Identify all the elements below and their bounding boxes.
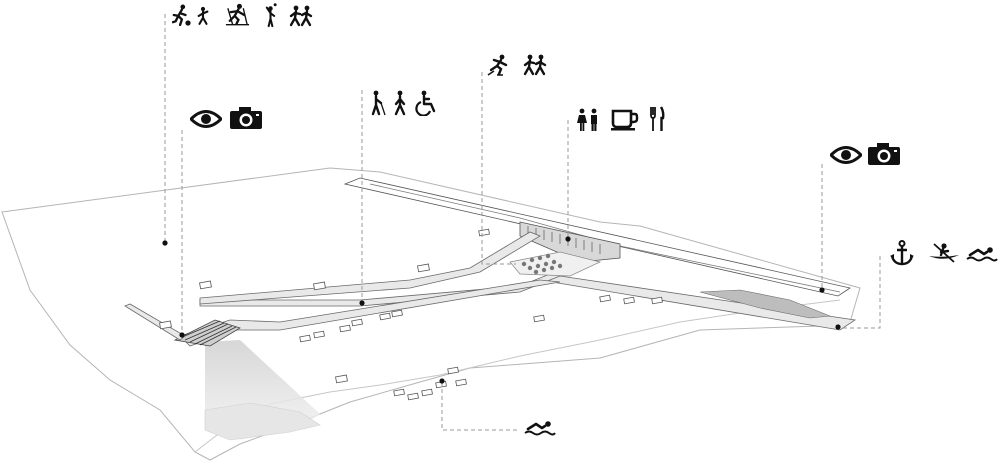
running-kids-icon <box>523 54 547 76</box>
swimmer-icon <box>524 420 556 436</box>
leaders <box>162 14 881 431</box>
water-facets <box>204 402 321 441</box>
right-promenade-rocks <box>699 289 831 319</box>
wheelchair-icon <box>415 90 436 116</box>
coffee-cup-icon <box>611 109 639 131</box>
blind-walker-icon <box>371 90 386 116</box>
canopy-inner <box>369 183 841 293</box>
callout-services <box>577 106 665 132</box>
callout-skating-running <box>486 54 547 76</box>
running-child-icon <box>197 6 209 25</box>
dot-swimming <box>439 378 445 384</box>
stairs <box>173 319 241 347</box>
upper-ramp <box>199 231 541 305</box>
eye-icon <box>830 146 862 164</box>
callout-sports <box>172 2 313 28</box>
football-player-icon <box>172 4 187 26</box>
terrain <box>1 167 861 461</box>
leader-water-sports <box>842 256 881 329</box>
cross-country-skier-icon <box>224 3 251 26</box>
callout-viewpoint-west <box>190 107 262 129</box>
dot-accessibility <box>359 300 365 306</box>
camera-icon <box>230 107 262 129</box>
dot-viewpoint-east <box>819 287 825 293</box>
dot-viewpoint-west <box>179 332 185 338</box>
pavilion <box>519 221 621 263</box>
restroom-icon <box>577 108 597 131</box>
kayak-icon <box>928 242 960 264</box>
fork-knife-icon <box>649 106 665 132</box>
running-kids-icon <box>289 5 313 27</box>
walking-person-icon <box>394 90 406 116</box>
callout-water-sports <box>890 240 998 266</box>
juggler-icon <box>265 2 277 28</box>
site-blocks <box>159 228 663 401</box>
plaza-trees <box>521 253 563 275</box>
eye-icon <box>190 110 222 128</box>
dot-sports <box>162 240 168 246</box>
dot-water-sports <box>835 324 841 330</box>
camera-icon <box>868 143 900 165</box>
callout-accessibility <box>371 90 436 116</box>
skater-icon <box>486 54 508 76</box>
canopy-roof <box>343 177 851 297</box>
pier-structure <box>124 177 857 401</box>
leader-swimming <box>441 382 518 431</box>
ball-icon <box>185 20 191 26</box>
leader-skating <box>481 72 516 265</box>
anchor-icon <box>890 240 914 266</box>
dot-services <box>565 236 571 242</box>
swimmer-icon <box>966 246 998 262</box>
callout-viewpoint-east <box>830 143 900 165</box>
callout-beach-swimming <box>524 420 556 436</box>
